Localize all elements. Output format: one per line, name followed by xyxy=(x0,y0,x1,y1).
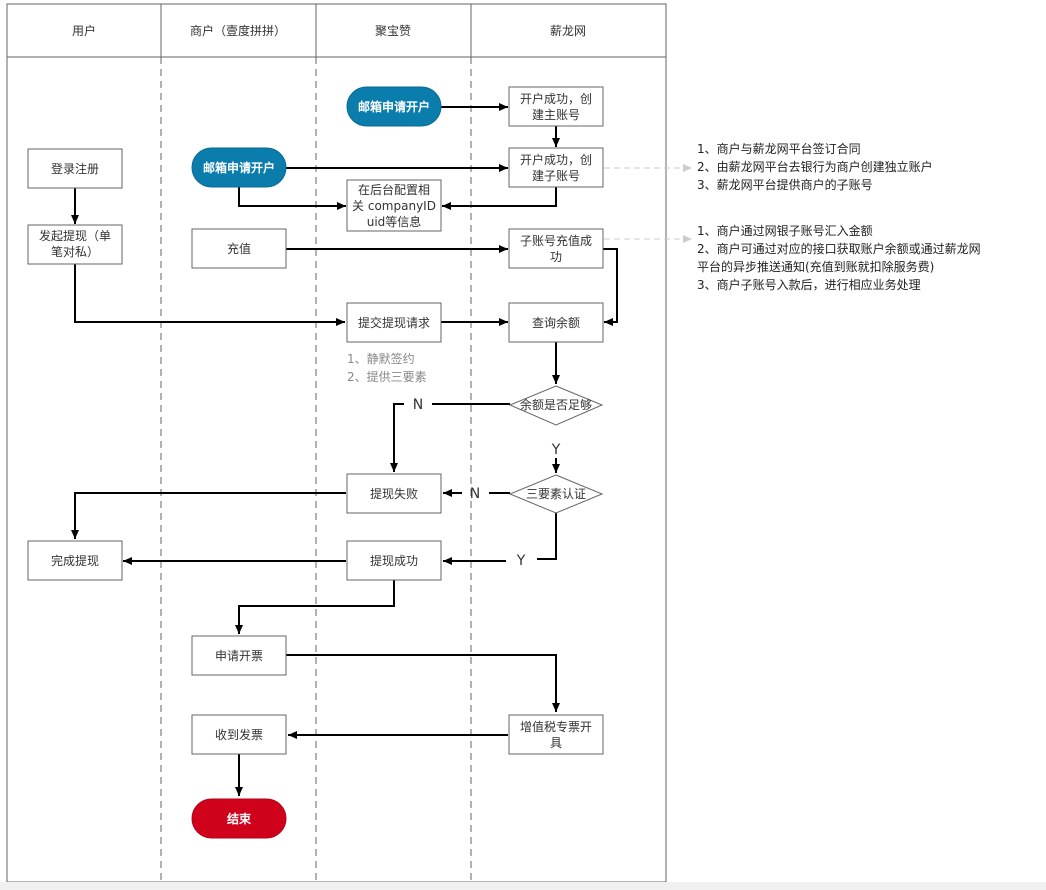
svg-text:在后台配置相: 在后台配置相 xyxy=(358,182,430,197)
sub-account-note-line: 1、商户与薪龙网平台签订合同 xyxy=(697,142,861,156)
svg-text:三要素认证: 三要素认证 xyxy=(526,487,586,501)
node-merchant-open[interactable]: 邮箱申请开户 xyxy=(191,147,287,188)
node-xinlong-vat-invoice[interactable]: 增值税专票开 具 xyxy=(508,714,604,755)
edge-success-invoice xyxy=(235,580,395,634)
node-xinlong-main-account[interactable]: 开户成功，创 建主账号 xyxy=(508,86,604,127)
lane-header-jubaozan: 聚宝赞 xyxy=(375,24,411,38)
svg-text:建子账号: 建子账号 xyxy=(532,169,580,183)
edge-label-n-balance: N xyxy=(413,397,423,413)
recharge-note-line: 平台的异步推送通知(充值到账就扣除服务费) xyxy=(697,260,935,274)
svg-text:开户成功，创: 开户成功，创 xyxy=(520,91,592,106)
edge-xsub-jconfig xyxy=(442,187,557,210)
node-user-register[interactable]: 登录注册 xyxy=(27,148,123,189)
svg-text:提现失败: 提现失败 xyxy=(370,486,418,501)
node-jubaozan-fail[interactable]: 提现失败 xyxy=(346,473,442,514)
lane-header-user: 用户 xyxy=(72,23,96,38)
edge-balance-n-b xyxy=(390,403,404,472)
svg-text:增值税专票开: 增值税专票开 xyxy=(520,719,592,734)
svg-text:提现成功: 提现成功 xyxy=(370,553,418,568)
svg-text:具: 具 xyxy=(550,736,562,750)
svg-text:结束: 结束 xyxy=(227,811,252,826)
svg-text:收到发票: 收到发票 xyxy=(215,727,263,742)
svg-text:uid等信息: uid等信息 xyxy=(367,214,422,229)
edges xyxy=(71,103,618,796)
node-merchant-invoice-apply[interactable]: 申请开票 xyxy=(191,635,287,676)
svg-text:开户成功，创: 开户成功，创 xyxy=(520,152,592,167)
node-user-withdraw[interactable]: 发起提现（单 笔对私） xyxy=(27,224,123,265)
sub-account-note: 1、商户与薪龙网平台签订合同 2、由薪龙网平台去银行为商户创建独立账户 3、薪龙… xyxy=(697,140,933,194)
node-xinlong-sub-account[interactable]: 开户成功，创 建子账号 xyxy=(508,147,604,188)
recharge-note-line: 2、商户可通过对应的接口获取账户余额或通过薪龙网 xyxy=(697,242,981,256)
svg-text:完成提现: 完成提现 xyxy=(51,553,99,568)
svg-text:子账号充值成: 子账号充值成 xyxy=(520,233,592,248)
node-xinlong-balance-decision[interactable]: 余额是否足够 xyxy=(508,385,604,426)
edge-label-y-balance: Y xyxy=(551,442,561,458)
recharge-note-line: 3、商户子账号入款后，进行相应业务处理 xyxy=(697,278,921,292)
node-xinlong-query-balance[interactable]: 查询余额 xyxy=(508,302,604,343)
svg-text:笔对私）: 笔对私） xyxy=(51,244,99,259)
svg-text:登录注册: 登录注册 xyxy=(51,161,99,176)
svg-text:余额是否足够: 余额是否足够 xyxy=(520,397,592,412)
node-merchant-recharge[interactable]: 充值 xyxy=(191,228,287,269)
svg-text:充值: 充值 xyxy=(227,241,251,256)
svg-text:邮箱申请开户: 邮箱申请开户 xyxy=(358,99,430,114)
edge-fail-complete xyxy=(71,492,346,539)
edge-withdraw-submit xyxy=(74,264,345,326)
submit-note-line: 2、提供三要素 xyxy=(347,370,427,384)
sub-account-note-line: 3、薪龙网平台提供商户的子账号 xyxy=(697,178,873,192)
submit-note: 1、静默签约 2、提供三要素 xyxy=(347,350,427,386)
node-merchant-invoice-receive[interactable]: 收到发票 xyxy=(191,714,287,755)
node-jubaozan-success[interactable]: 提现成功 xyxy=(346,540,442,581)
node-jubaozan-submit[interactable]: 提交提现请求 xyxy=(346,302,442,343)
node-jubaozan-open[interactable]: 邮箱申请开户 xyxy=(346,86,442,127)
recharge-note-line: 1、商户通过网银子账号汇入金额 xyxy=(697,224,873,238)
bottom-scroll-strip xyxy=(0,882,1046,890)
svg-text:建主账号: 建主账号 xyxy=(532,108,580,122)
sub-account-note-line: 2、由薪龙网平台去银行为商户创建独立账户 xyxy=(697,160,933,174)
edge-xok-query xyxy=(603,248,618,326)
svg-text:功: 功 xyxy=(550,250,562,264)
edge-mopen-jconfig xyxy=(238,187,346,210)
node-user-complete[interactable]: 完成提现 xyxy=(27,540,123,581)
svg-text:关 companyID: 关 companyID xyxy=(352,199,436,213)
svg-text:提交提现请求: 提交提现请求 xyxy=(358,315,430,330)
node-merchant-end[interactable]: 结束 xyxy=(191,798,287,839)
node-xinlong-verify-decision[interactable]: 三要素认证 xyxy=(508,474,604,514)
svg-text:申请开票: 申请开票 xyxy=(215,649,263,663)
recharge-note: 1、商户通过网银子账号汇入金额 2、商户可通过对应的接口获取账户余额或通过薪龙网… xyxy=(697,222,981,294)
edge-invoice-vat xyxy=(286,654,560,712)
lane-header-merchant: 商户（壹度拼拼） xyxy=(190,23,286,38)
node-jubaozan-config[interactable]: 在后台配置相 关 companyID uid等信息 xyxy=(346,179,442,232)
edge-label-n-verify: N xyxy=(470,486,480,502)
svg-text:邮箱申请开户: 邮箱申请开户 xyxy=(203,160,275,175)
node-xinlong-recharge-ok[interactable]: 子账号充值成 功 xyxy=(508,228,604,269)
svg-text:查询余额: 查询余额 xyxy=(532,315,580,330)
svg-text:发起提现（单: 发起提现（单 xyxy=(39,228,111,243)
edge-label-y-verify: Y xyxy=(516,553,526,569)
submit-note-line: 1、静默签约 xyxy=(347,352,415,366)
edge-verify-y-a xyxy=(537,513,557,560)
lane-header-xinlongwang: 薪龙网 xyxy=(550,24,586,38)
